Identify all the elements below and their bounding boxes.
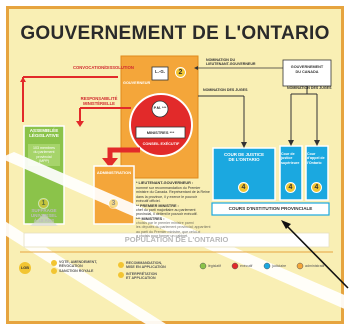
note-lg-title: * LIEUTENANT-GOUVERNEUR : (136, 181, 194, 185)
population-label: POPULATION DE L'ONTARIO (124, 235, 229, 244)
responsabilite-label: RESPONSABILITÉ MINISTÉRIELLE (80, 96, 118, 106)
legend-vote-label: VOTE, AMENDEMENT, RÉVOCATION (59, 260, 98, 269)
number-badge-2: 2 (175, 67, 186, 78)
note-pm-body: chef du parti majoritaire au parlement p… (136, 208, 198, 217)
nomination-lg-label: NOMINATION DU LIEUTENANT-GOUVERNEUR (206, 58, 256, 67)
number-badge-4-a: 4 (238, 182, 249, 193)
diagram-title: GOUVERNEMENT DE L'ONTARIO (20, 23, 330, 44)
note-pm-title: ** PREMIER MINISTRE : (136, 204, 179, 208)
assemblee-sub-label: 103 membres du parlement provincial (MPP… (33, 146, 55, 164)
nomination-juges-right-label: NOMINATION DES JUGES (287, 86, 332, 90)
suffrage-label: SUFFRAGE UNIVERSEL À 18 ANS (30, 208, 58, 223)
pm-badge-text: P.M. *** (153, 106, 167, 110)
note-min-title: *** MINISTRES : (136, 217, 165, 221)
legend-recommandation-label: RECOMMANDATION, MISE EN APPLICATION (126, 261, 166, 270)
cour-justice-label: COUR DE JUSTICE DE L'ONTARIO (223, 152, 264, 162)
number-badge-3: 3 (108, 198, 119, 209)
legend-legislatif-label: législatif (208, 264, 221, 268)
administration-label: ADMINISTRATION (96, 170, 132, 175)
convocation-label: CONVOCATION/DISSOLUTION (73, 65, 134, 70)
cour-superieure-label: Cour de justice supérieure (281, 152, 300, 165)
note-lg-body: nommé sur recommandation du Premier mini… (136, 186, 210, 204)
assemblee-label: ASSEMBLÉE LÉGISLATIVE (29, 128, 59, 138)
gov-canada-label: GOUVERNEMENT DU CANADA (290, 65, 324, 74)
legend-executif-label: exécutif (240, 264, 253, 268)
number-badge-4-c: 4 (311, 182, 322, 193)
note-min-body: choisis par le premier ministre parmi le… (136, 221, 211, 239)
legend-judiciaire-label: judiciaire (272, 264, 287, 268)
number-badge-4-b: 4 (285, 182, 296, 193)
nomination-juges-left-label: NOMINATION DES JUGES (203, 88, 248, 92)
gouverneur-label: GOUVERNEUR (123, 81, 151, 85)
cours-institution-label: COURS D'INSTITUTION PROVINCIALE (228, 206, 313, 211)
cour-appel-label: Cour d'appel de l'Ontario (307, 152, 325, 165)
legend-lgb-text: LGB (20, 266, 29, 270)
legend-sanction-label: SANCTION ROYALE (59, 269, 94, 273)
legend-administratif-label: administratif (305, 264, 325, 268)
number-badge-1: 1 (38, 198, 49, 209)
conseil-executif-text: CONSEIL EXÉCUTIF (142, 142, 180, 146)
ministres-text: MINISTRES *** (146, 130, 175, 135)
legend-interpretation-label: INTERPRÉTATION ET APPLICATION (126, 272, 158, 281)
lg-badge-text: L.-G. (155, 69, 165, 74)
